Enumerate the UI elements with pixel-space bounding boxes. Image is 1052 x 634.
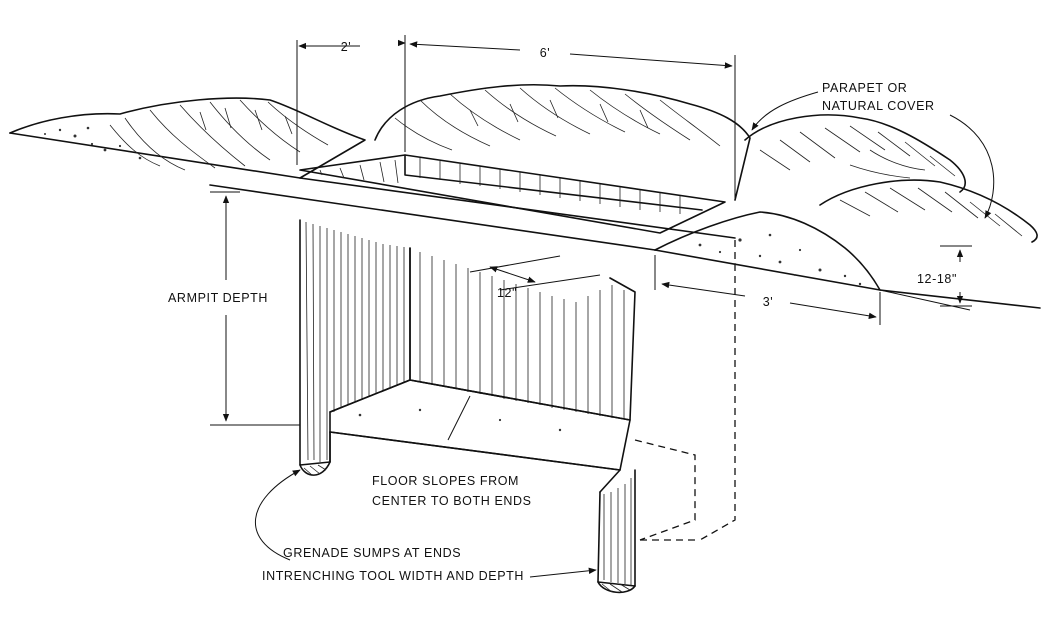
dim-6ft-label: 6': [540, 46, 551, 60]
parapet-label-line2: NATURAL COVER: [822, 99, 935, 113]
sump-label-line1: GRENADE SUMPS AT ENDS: [283, 546, 461, 560]
dim-3ft-label: 3': [763, 295, 774, 309]
floor-label-line2: CENTER TO BOTH ENDS: [372, 494, 532, 508]
leader-arrows: [254, 91, 995, 578]
center-spoil-mound: [374, 83, 751, 201]
dim-12in-label: 12": [497, 286, 517, 300]
labels: 2' 6' PARAPET OR NATURAL COVER ARMPIT DE…: [168, 40, 957, 583]
hole-opening: [299, 154, 726, 234]
sump-label-line2: INTRENCHING TOOL WIDTH AND DEPTH: [262, 569, 524, 583]
left-spoil-mound: [9, 97, 366, 179]
dim-12-18in-label: 12-18": [917, 272, 957, 286]
pit-cutaway: [299, 219, 636, 594]
hidden-lines: [634, 240, 736, 541]
dim-2ft-label: 2': [341, 40, 352, 54]
parapet-cover: [744, 114, 1038, 243]
parapet-label-line1: PARAPET OR: [822, 81, 907, 95]
armpit-depth-label: ARMPIT DEPTH: [168, 291, 268, 305]
floor-label-line1: FLOOR SLOPES FROM: [372, 474, 519, 488]
front-spoil-mound: [654, 211, 881, 291]
dimension-lines: [210, 35, 972, 426]
ground-surface: [9, 132, 1041, 311]
